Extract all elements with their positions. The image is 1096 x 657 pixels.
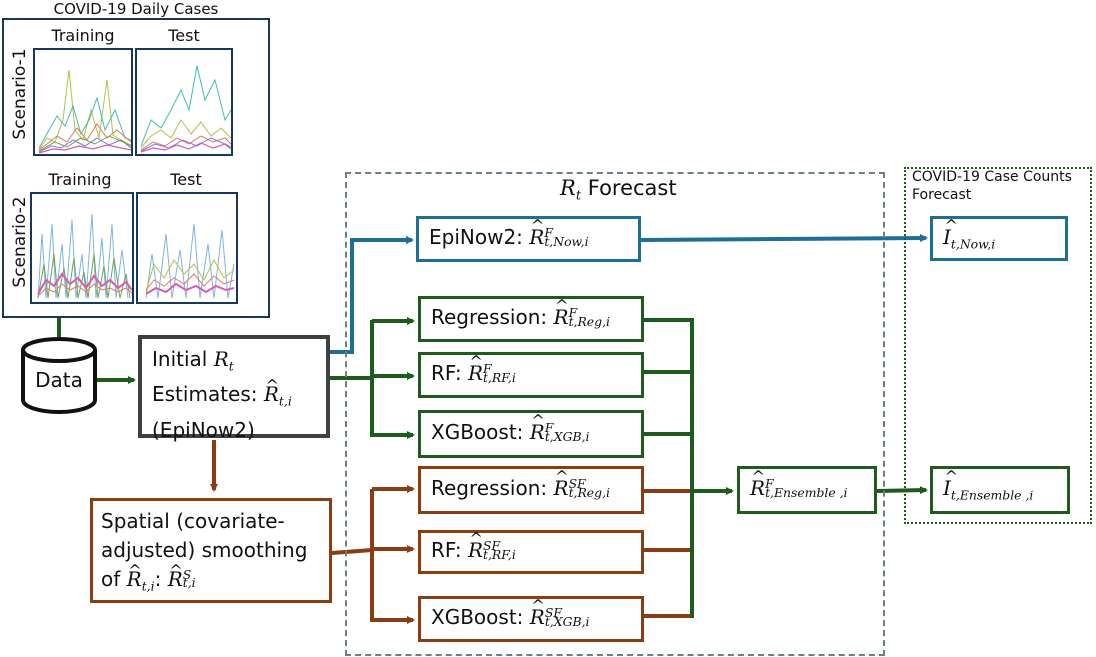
- inow-node: It,Now,i: [930, 216, 1068, 261]
- rt-forecast-title: Rt Forecast: [560, 176, 677, 204]
- spatial-smoothing-node: Spatial (covariate- adjusted) smoothing …: [90, 498, 332, 603]
- scenario1-training-plot: [33, 48, 133, 156]
- data-cylinder-icon: [21, 337, 97, 414]
- arrow-initial-to-epinow2: [329, 236, 414, 354]
- case-counts-title-line2: Forecast: [912, 187, 972, 203]
- spatial-rs-symbol: RSt,i: [168, 556, 196, 591]
- xgboost-f-node: XGBoost: RFt,XGB,i: [418, 410, 644, 458]
- spatial-line1: Spatial (covariate-: [101, 509, 285, 533]
- scenario2-test-plot: [136, 192, 238, 304]
- data-node-label: Data: [35, 368, 83, 392]
- arrow-epinow2-to-inow: [640, 234, 928, 243]
- scenario1-test-plot: [135, 48, 233, 156]
- scenario1-training-label: Training: [51, 26, 115, 45]
- initial-line1: Initial: [152, 347, 208, 371]
- iensemble-node: It,Ensemble ,i: [930, 466, 1070, 514]
- scenario2-training-plot: [30, 192, 134, 304]
- initial-line2: Estimates:: [152, 382, 258, 407]
- arrow-spatial-to-models: [331, 548, 373, 555]
- epinow2-node: EpiNow2: RFt,Now,i: [416, 216, 641, 262]
- initial-estimates-node: Initial Rt Estimates: Rt,i (EpiNow2): [138, 335, 330, 442]
- scenario1-test-label: Test: [168, 26, 200, 45]
- scenario2-test-label: Test: [170, 170, 202, 189]
- arrow-ensemble-to-iens: [876, 486, 928, 495]
- ensemble-node: RFt,Ensemble ,i: [737, 466, 877, 514]
- case-counts-title-line1: COVID-19 Case Counts: [912, 169, 1072, 185]
- spatial-line3: of: [101, 567, 121, 591]
- regression-f-node: Regression: RFt,Reg,i: [418, 296, 644, 342]
- scenario2-training-label: Training: [48, 170, 112, 189]
- scenario2-label: Scenario-2: [10, 196, 30, 288]
- initial-rt-symbol: Rt: [213, 347, 234, 374]
- rf-f-node: RF: RFt,RF,i: [418, 352, 644, 398]
- case-counts-forecast-panel: [904, 167, 1092, 524]
- spatial-rhat-symbol: Rt,i: [127, 556, 155, 593]
- rt-forecast-panel: [345, 172, 885, 656]
- initial-line3: (EpiNow2): [152, 417, 255, 442]
- scenario1-label: Scenario-1: [10, 48, 30, 140]
- initial-rhat-symbol: Rt,i: [264, 372, 292, 409]
- input-panel-title: COVID-19 Daily Cases: [53, 0, 219, 18]
